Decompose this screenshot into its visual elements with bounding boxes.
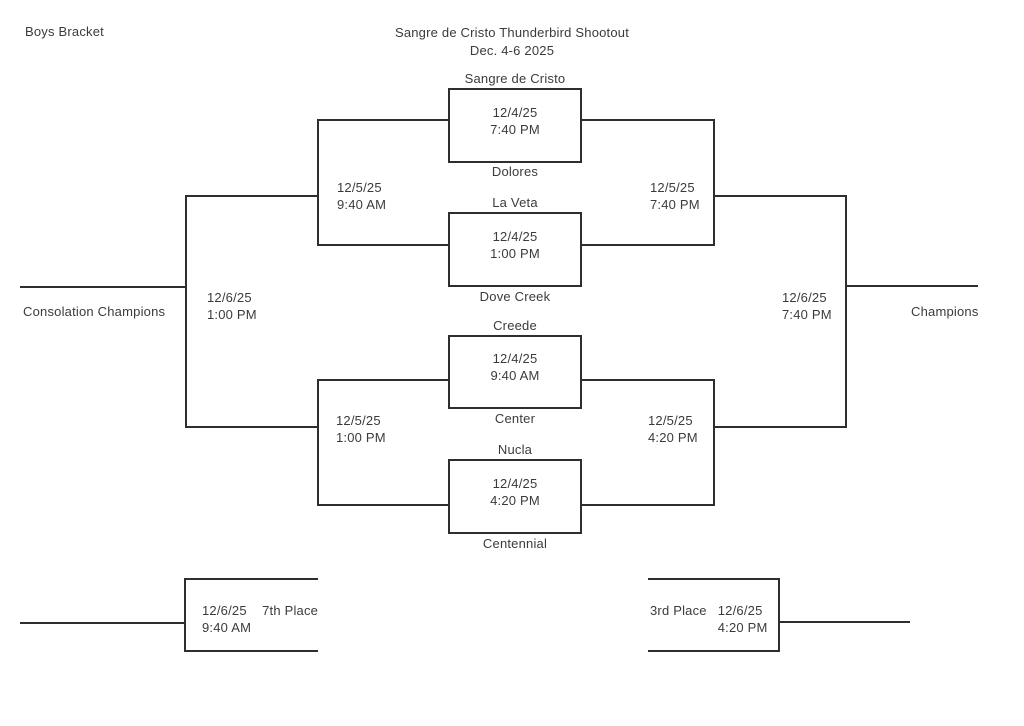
consolation-semifinal2-date: 12/5/25 <box>336 413 381 428</box>
third-place-schedule: 12/6/25 4:20 PM <box>718 602 768 636</box>
seventh-place-date: 12/6/25 <box>202 603 247 618</box>
championship-semifinal1-date: 12/5/25 <box>650 180 695 195</box>
third-place-label: 3rd Place <box>650 603 707 618</box>
seventh-place-time: 9:40 AM <box>202 620 252 635</box>
game1-date: 12/4/25 <box>492 104 538 120</box>
championship-final-schedule: 12/6/25 7:40 PM <box>782 289 832 323</box>
championship-semifinal2-time: 4:20 PM <box>648 430 698 445</box>
game3-team-bottom: Center <box>494 411 536 426</box>
consolation-final-schedule: 12/6/25 1:00 PM <box>207 289 257 323</box>
championship-semifinal1-schedule: 12/5/25 7:40 PM <box>650 179 700 213</box>
game1-time: 7:40 PM <box>490 121 540 137</box>
game2-team-bottom: Dove Creek <box>479 289 551 304</box>
game4-team-top: Nucla <box>497 442 533 457</box>
game3-box: 12/4/25 9:40 AM <box>448 335 582 409</box>
champions-label: Champions <box>911 304 979 319</box>
seventh-place-game: 12/6/25 9:40 AM 7th Place <box>202 602 318 636</box>
game2-team-top: La Veta <box>492 195 538 210</box>
seventh-place-schedule: 12/6/25 9:40 AM <box>202 602 251 636</box>
consolation-final-time: 1:00 PM <box>207 307 257 322</box>
game1-box: 12/4/25 7:40 PM <box>448 88 582 163</box>
consolation-semifinal1-date: 12/5/25 <box>337 180 382 195</box>
third-place-date: 12/6/25 <box>717 603 763 618</box>
consolation-semifinal1-time: 9:40 AM <box>337 197 387 212</box>
game4-team-bottom: Centennial <box>482 536 548 551</box>
consolation-champions-label: Consolation Champions <box>23 304 166 319</box>
game3-team-top: Creede <box>493 318 537 333</box>
championship-semifinal2-date: 12/5/25 <box>648 413 693 428</box>
game2-box: 12/4/25 1:00 PM <box>448 212 582 287</box>
bracket-label: Boys Bracket <box>25 24 104 39</box>
game4-box: 12/4/25 4:20 PM <box>448 459 582 534</box>
tournament-title: Sangre de Cristo Thunderbird Shootout <box>394 25 630 40</box>
game1-team-bottom: Dolores <box>491 164 539 179</box>
championship-semifinal1-time: 7:40 PM <box>650 197 700 212</box>
third-place-game: 3rd Place 12/6/25 4:20 PM <box>650 602 768 636</box>
seventh-place-label: 7th Place <box>262 603 319 618</box>
consolation-semifinal2-schedule: 12/5/25 1:00 PM <box>336 412 386 446</box>
game1-team-top: Sangre de Cristo <box>464 71 566 86</box>
consolation-semifinal1-schedule: 12/5/25 9:40 AM <box>337 179 386 213</box>
game4-time: 4:20 PM <box>490 492 540 508</box>
championship-final-date: 12/6/25 <box>782 290 827 305</box>
game2-date: 12/4/25 <box>492 228 538 244</box>
tournament-dates: Dec. 4-6 2025 <box>469 43 555 58</box>
game4-date: 12/4/25 <box>492 475 538 491</box>
game3-time: 9:40 AM <box>490 368 540 383</box>
third-place-time: 4:20 PM <box>717 620 768 635</box>
game3-date: 12/4/25 <box>492 351 538 366</box>
championship-semifinal2-schedule: 12/5/25 4:20 PM <box>648 412 698 446</box>
consolation-final-date: 12/6/25 <box>207 290 252 305</box>
consolation-semifinal2-time: 1:00 PM <box>336 430 386 445</box>
game2-time: 1:00 PM <box>490 245 540 261</box>
championship-final-time: 7:40 PM <box>782 307 832 322</box>
